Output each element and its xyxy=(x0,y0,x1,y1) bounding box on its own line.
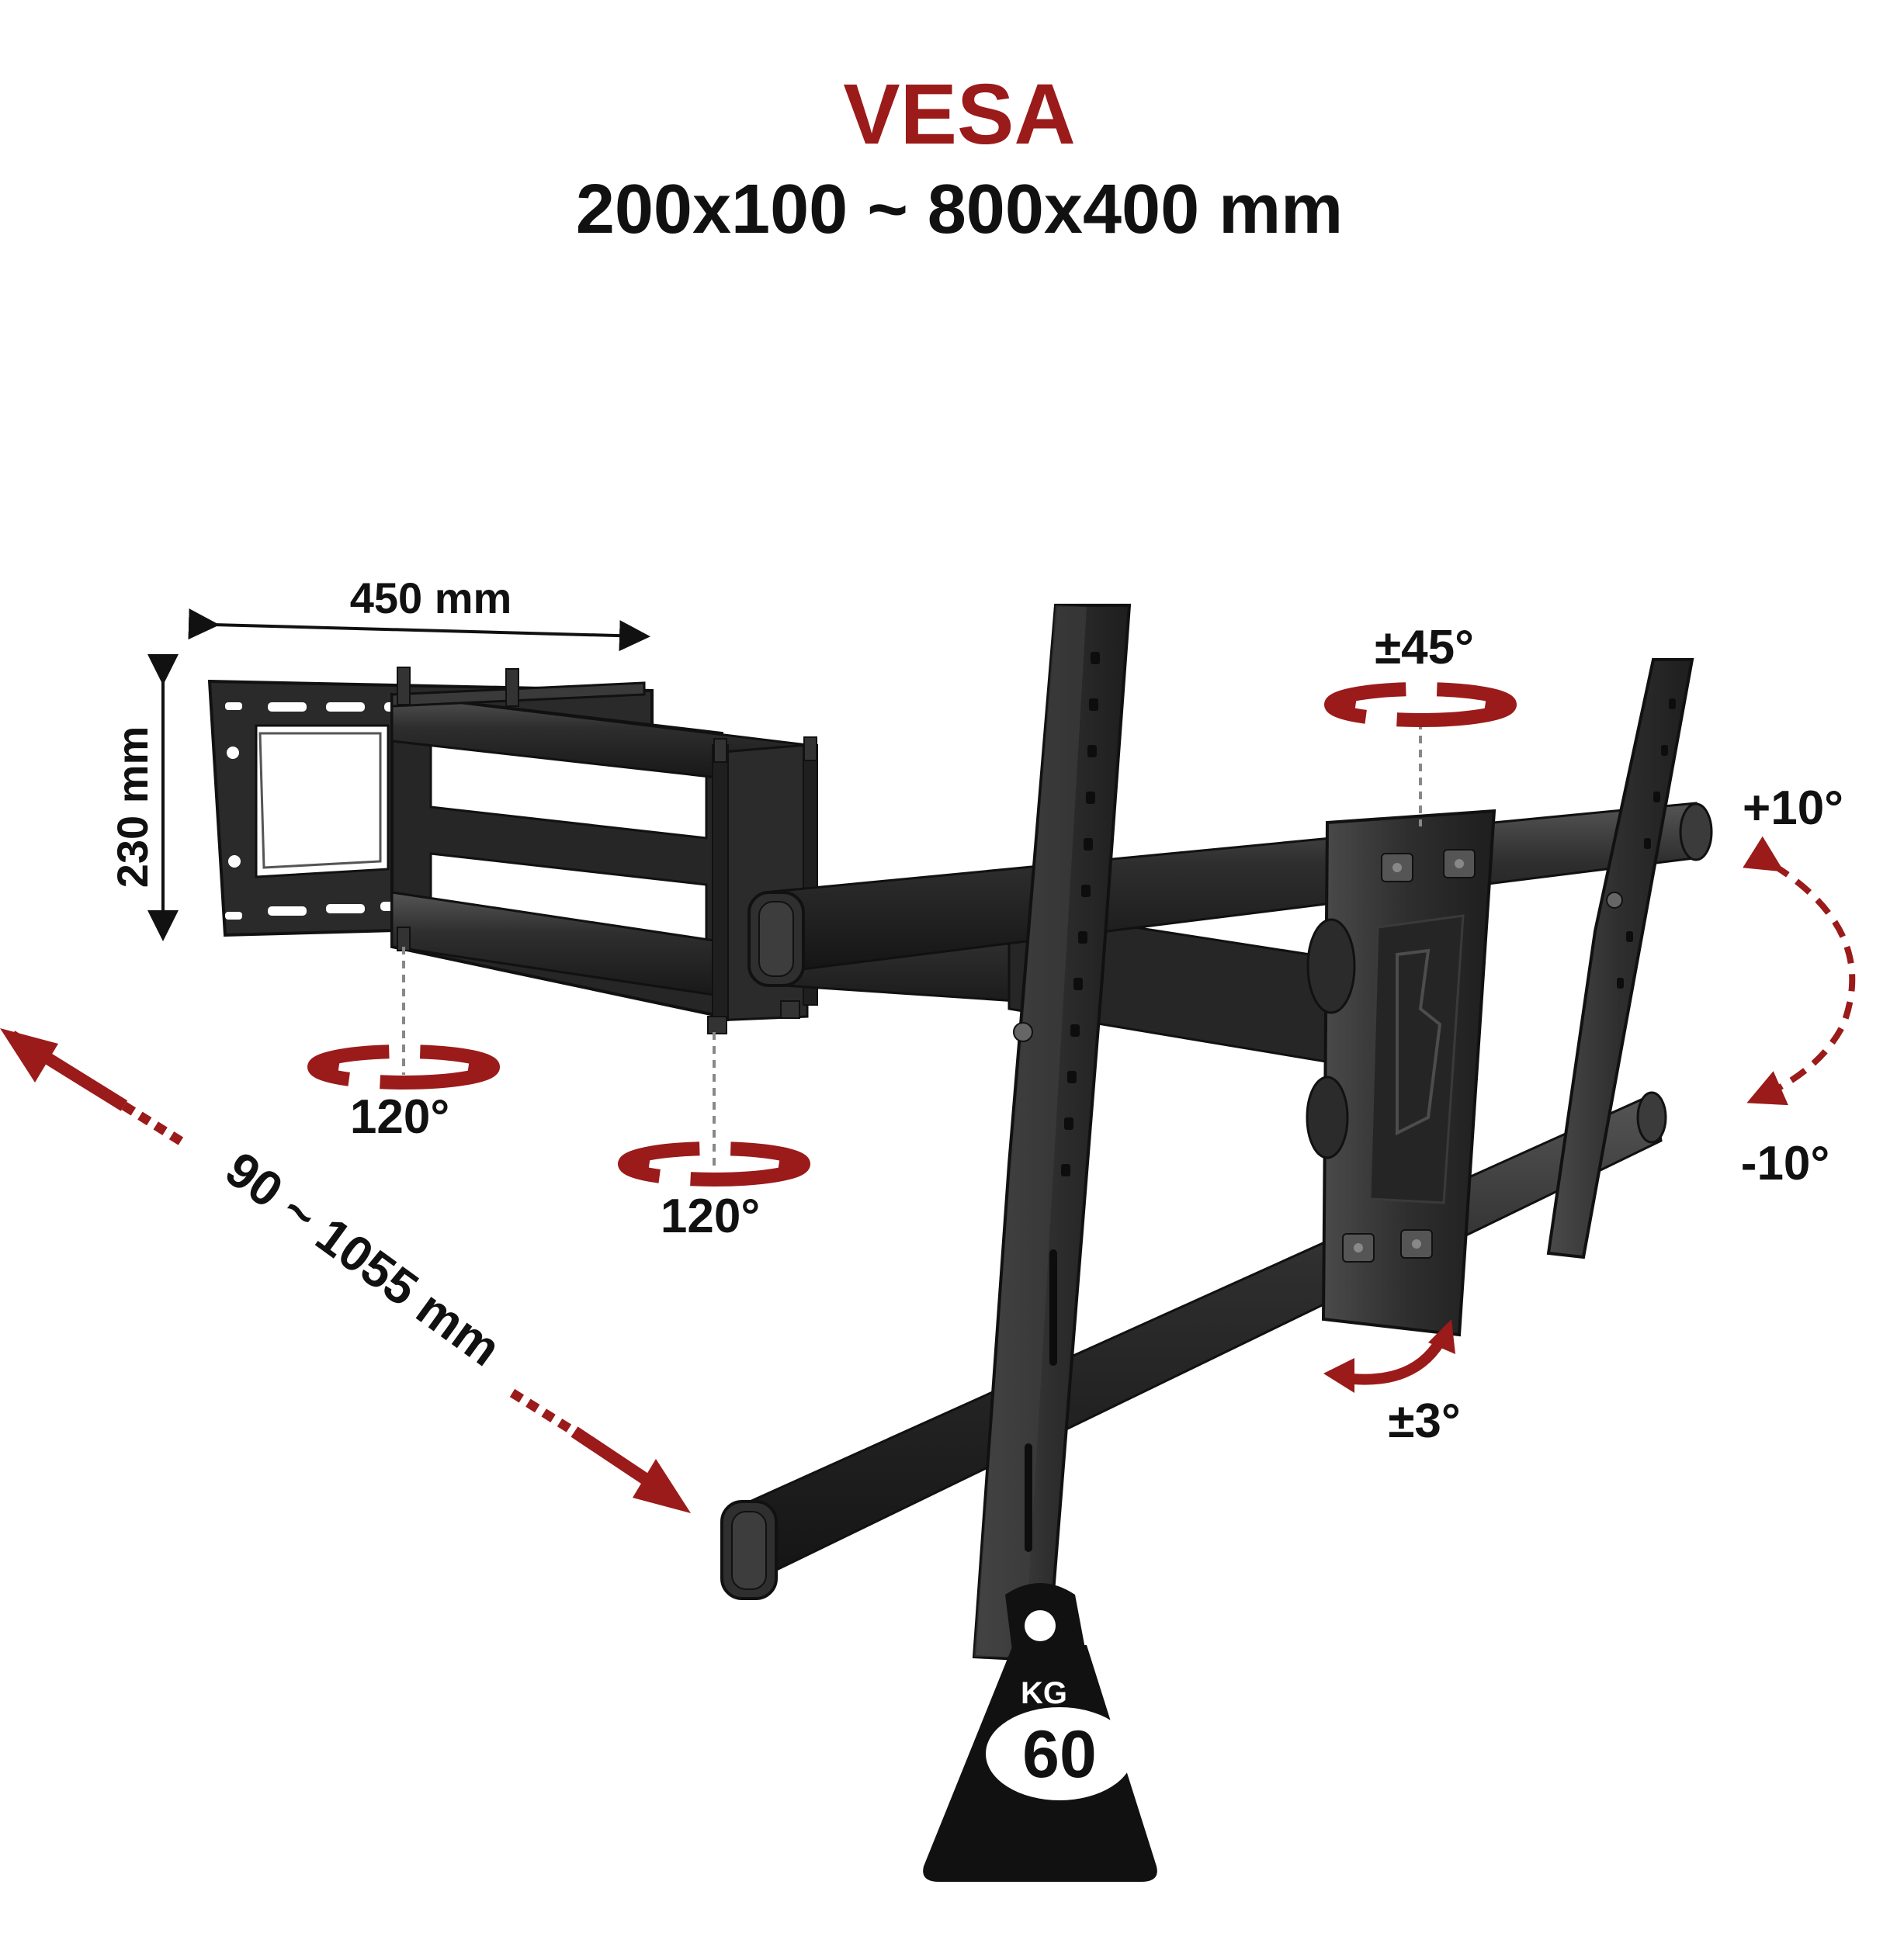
arm-segment-1 xyxy=(390,667,809,1019)
vesa-range: 200x100 ~ 800x400 mm xyxy=(576,171,1343,248)
head-swivel-angle: ±45° xyxy=(1375,621,1474,674)
level-indicator: ±3° xyxy=(1323,1319,1461,1448)
rotation-arrow-icon xyxy=(1324,682,1517,727)
tilt-up-angle: +10° xyxy=(1743,781,1843,835)
swivel-angle-2: 120° xyxy=(661,1190,760,1243)
right-vertical-bar xyxy=(1546,658,1694,1259)
left-vertical-bar xyxy=(972,604,1132,1663)
tilt-head xyxy=(1306,809,1496,1337)
weight-icon: KG 60 xyxy=(923,1583,1157,1882)
dimension-width-label: 450 mm xyxy=(350,573,512,622)
dimension-extension: 90 ~ 1055 mm xyxy=(0,1028,691,1513)
head-swivel-indicator: ±45° xyxy=(1324,621,1517,826)
tilt-arrow-icon xyxy=(1743,836,1856,1106)
double-arrow-icon xyxy=(0,1028,58,1083)
swivel-angle-1: 120° xyxy=(350,1090,449,1144)
rotation-arrow-icon xyxy=(1337,1332,1449,1385)
weight-value: 60 xyxy=(1022,1717,1097,1792)
swivel-indicator-2: 120° xyxy=(618,1032,810,1243)
arm-segment-2 xyxy=(707,736,818,1034)
tilt-indicator: +10° -10° xyxy=(1741,781,1856,1190)
tilt-down-angle: -10° xyxy=(1741,1137,1829,1190)
page-title: VESA xyxy=(843,67,1076,162)
bottom-cross-bar xyxy=(720,1091,1667,1600)
rotation-arrow-icon xyxy=(618,1141,810,1187)
dimension-width: 450 mm xyxy=(188,573,650,652)
dimension-height: 230 mm xyxy=(108,654,179,941)
weight-unit: KG xyxy=(1021,1676,1067,1710)
swivel-indicator-1: 120° xyxy=(307,947,500,1144)
level-angle: ±3° xyxy=(1388,1394,1460,1448)
dimension-height-label: 230 mm xyxy=(108,726,157,889)
dimension-extension-label: 90 ~ 1055 mm xyxy=(216,1141,512,1377)
rotation-arrow-icon xyxy=(307,1044,500,1090)
